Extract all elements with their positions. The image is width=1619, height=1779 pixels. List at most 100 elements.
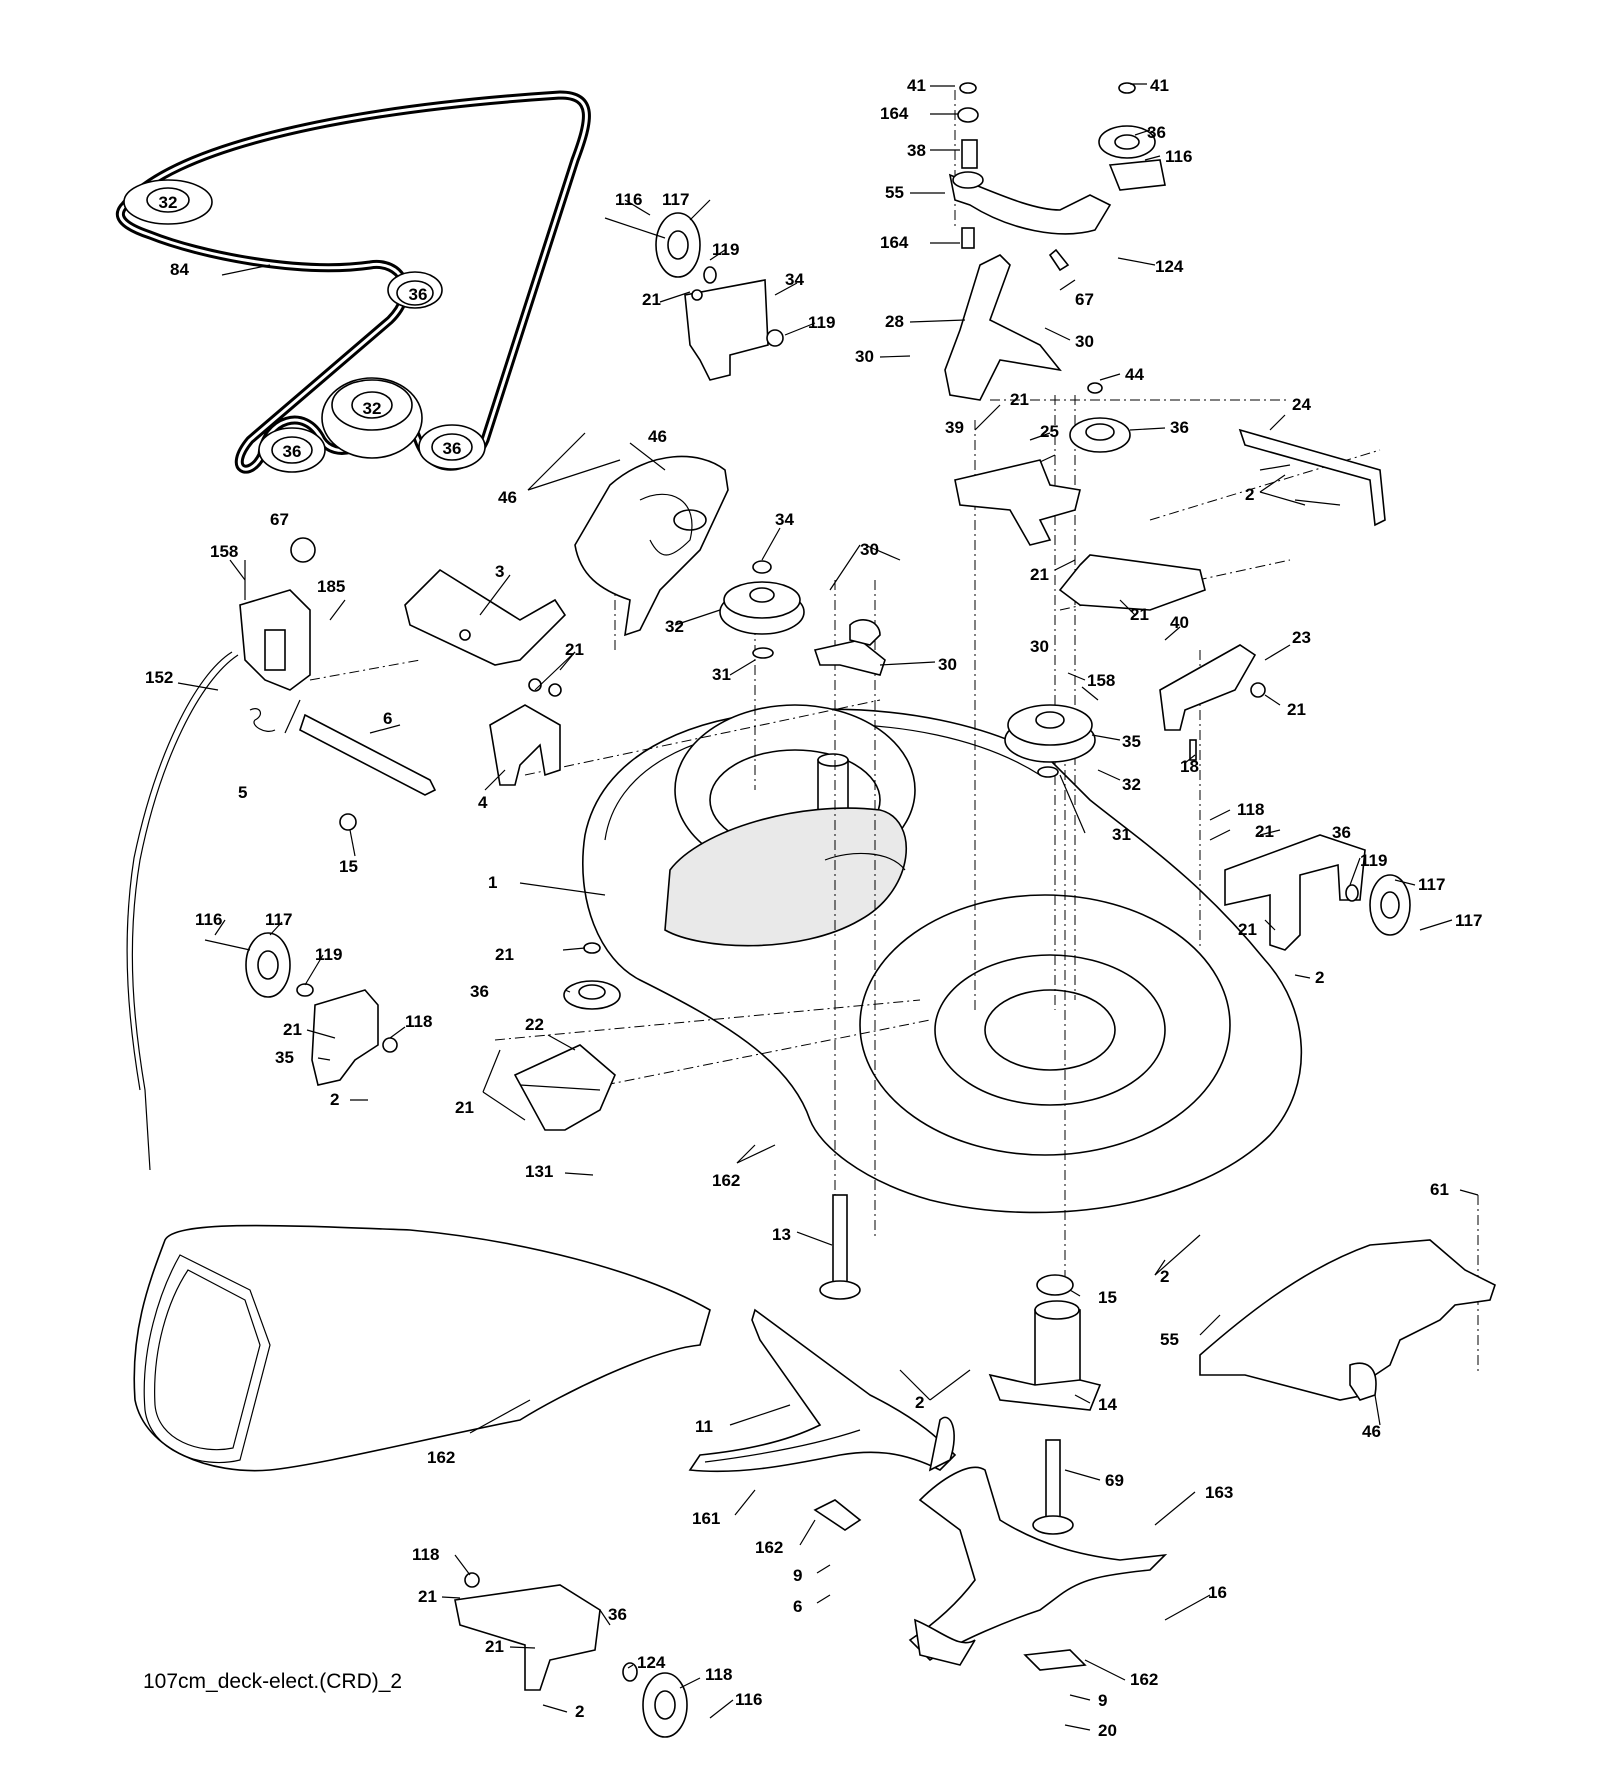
callout: 6 [383, 709, 392, 728]
bracket-25 [1159, 644, 1266, 761]
callout: 163 [1205, 1483, 1233, 1502]
belt-pulley-mid-right [387, 271, 443, 309]
spindle-shaft-69 [1032, 1439, 1074, 1535]
pulley-left [719, 560, 805, 659]
callout: 30 [860, 540, 879, 559]
callout: 84 [170, 260, 189, 279]
callout: 164 [880, 233, 909, 252]
callout: 32 [1122, 775, 1141, 794]
callout: 124 [637, 1653, 666, 1672]
callout: 119 [1360, 851, 1387, 870]
callout: 2 [1315, 968, 1324, 987]
callout: 15 [1098, 1288, 1117, 1307]
pulley-lower-mid [563, 942, 621, 1010]
callout: 9 [1098, 1691, 1107, 1710]
callout: 11 [695, 1417, 713, 1436]
callout: 30 [1030, 637, 1049, 656]
callout: 158 [210, 542, 238, 561]
callout: 117 [265, 910, 292, 929]
callout: 28 [885, 312, 904, 331]
callout: 2 [330, 1090, 339, 1109]
callout: 5 [238, 783, 247, 802]
idler-arm-assembly [944, 82, 1166, 401]
callout: 119 [712, 240, 739, 259]
callout: 162 [755, 1538, 783, 1557]
discharge-chute-131 [133, 1224, 711, 1472]
callout: 35 [275, 1048, 294, 1067]
callout: 67 [270, 510, 289, 529]
callout: 116 [735, 1690, 762, 1709]
callout: 21 [455, 1098, 474, 1117]
callout: 2 [575, 1702, 584, 1721]
callout: 6 [793, 1597, 802, 1616]
callout: 118 [1237, 800, 1264, 819]
callout: 40 [1170, 613, 1189, 632]
callout: 185 [317, 577, 345, 596]
pulley-label: 36 [283, 442, 302, 461]
bracket-28 [813, 619, 886, 676]
callout: 67 [1075, 290, 1094, 309]
callout: 23 [1292, 628, 1311, 647]
callout: 15 [339, 857, 358, 876]
callout: 14 [1098, 1395, 1117, 1414]
callout: 46 [648, 427, 667, 446]
pulley-label: 32 [159, 193, 178, 212]
callout: 36 [608, 1605, 627, 1624]
callout: 46 [1362, 1422, 1381, 1441]
spindle-left [819, 1194, 861, 1300]
baffle-45 [1199, 1239, 1496, 1401]
pulley-right-upper [1069, 382, 1131, 453]
callout: 21 [1130, 605, 1149, 624]
callout: 21 [1287, 700, 1306, 719]
callout: 18 [1180, 757, 1199, 776]
bracket-22 [513, 1044, 616, 1131]
callout: 31 [1112, 825, 1131, 844]
callout: 34 [785, 270, 804, 289]
callout: 20 [1098, 1721, 1117, 1740]
callout: 162 [1130, 1670, 1158, 1689]
callout: 41 [907, 76, 926, 95]
callout: 30 [1075, 332, 1094, 351]
callout: 36 [1170, 418, 1189, 437]
callout: 117 [1455, 911, 1482, 930]
callout: 25 [1040, 422, 1059, 441]
callout: 35 [1122, 732, 1141, 751]
bracket-3 [404, 568, 567, 666]
callout: 131 [525, 1162, 553, 1181]
callout: 116 [615, 190, 642, 209]
callout: 34 [775, 510, 794, 529]
belt-guard-44 [574, 455, 729, 637]
mower-deck [581, 704, 1303, 1214]
pulley-label: 36 [443, 439, 462, 458]
callout: 44 [1125, 365, 1144, 384]
bracket-35-right [1224, 834, 1411, 951]
pulley-right-lower [1004, 704, 1096, 778]
pulley-label: 36 [409, 285, 428, 304]
callout: 3 [495, 562, 504, 581]
belt-pulley-bottom-left [258, 427, 326, 473]
callout: 1 [488, 873, 497, 892]
blade-right [908, 1466, 1168, 1666]
callout: 21 [418, 1587, 437, 1606]
callout: 21 [495, 945, 514, 964]
callout: 21 [1255, 822, 1274, 841]
callout: 124 [1155, 257, 1184, 276]
drive-belt [115, 90, 591, 474]
ball-knob-67 [290, 537, 316, 563]
callout: 158 [1087, 671, 1115, 690]
bracket-23 [1058, 554, 1206, 611]
callout: 13 [772, 1225, 791, 1244]
callout: 152 [145, 668, 173, 687]
part-number-callouts: 84 116 117 119 21 34 119 41 41 164 36 11… [145, 76, 1482, 1740]
callout: 118 [405, 1012, 432, 1031]
callout: 39 [945, 418, 964, 437]
callout: 21 [1030, 565, 1049, 584]
control-box-185 [239, 560, 311, 691]
callout: 2 [1160, 1267, 1169, 1286]
callout: 21 [1238, 920, 1257, 939]
callout: 4 [478, 793, 488, 812]
callout: 21 [485, 1637, 504, 1656]
belt-pulley-center [321, 377, 423, 459]
callout: 164 [880, 104, 909, 123]
